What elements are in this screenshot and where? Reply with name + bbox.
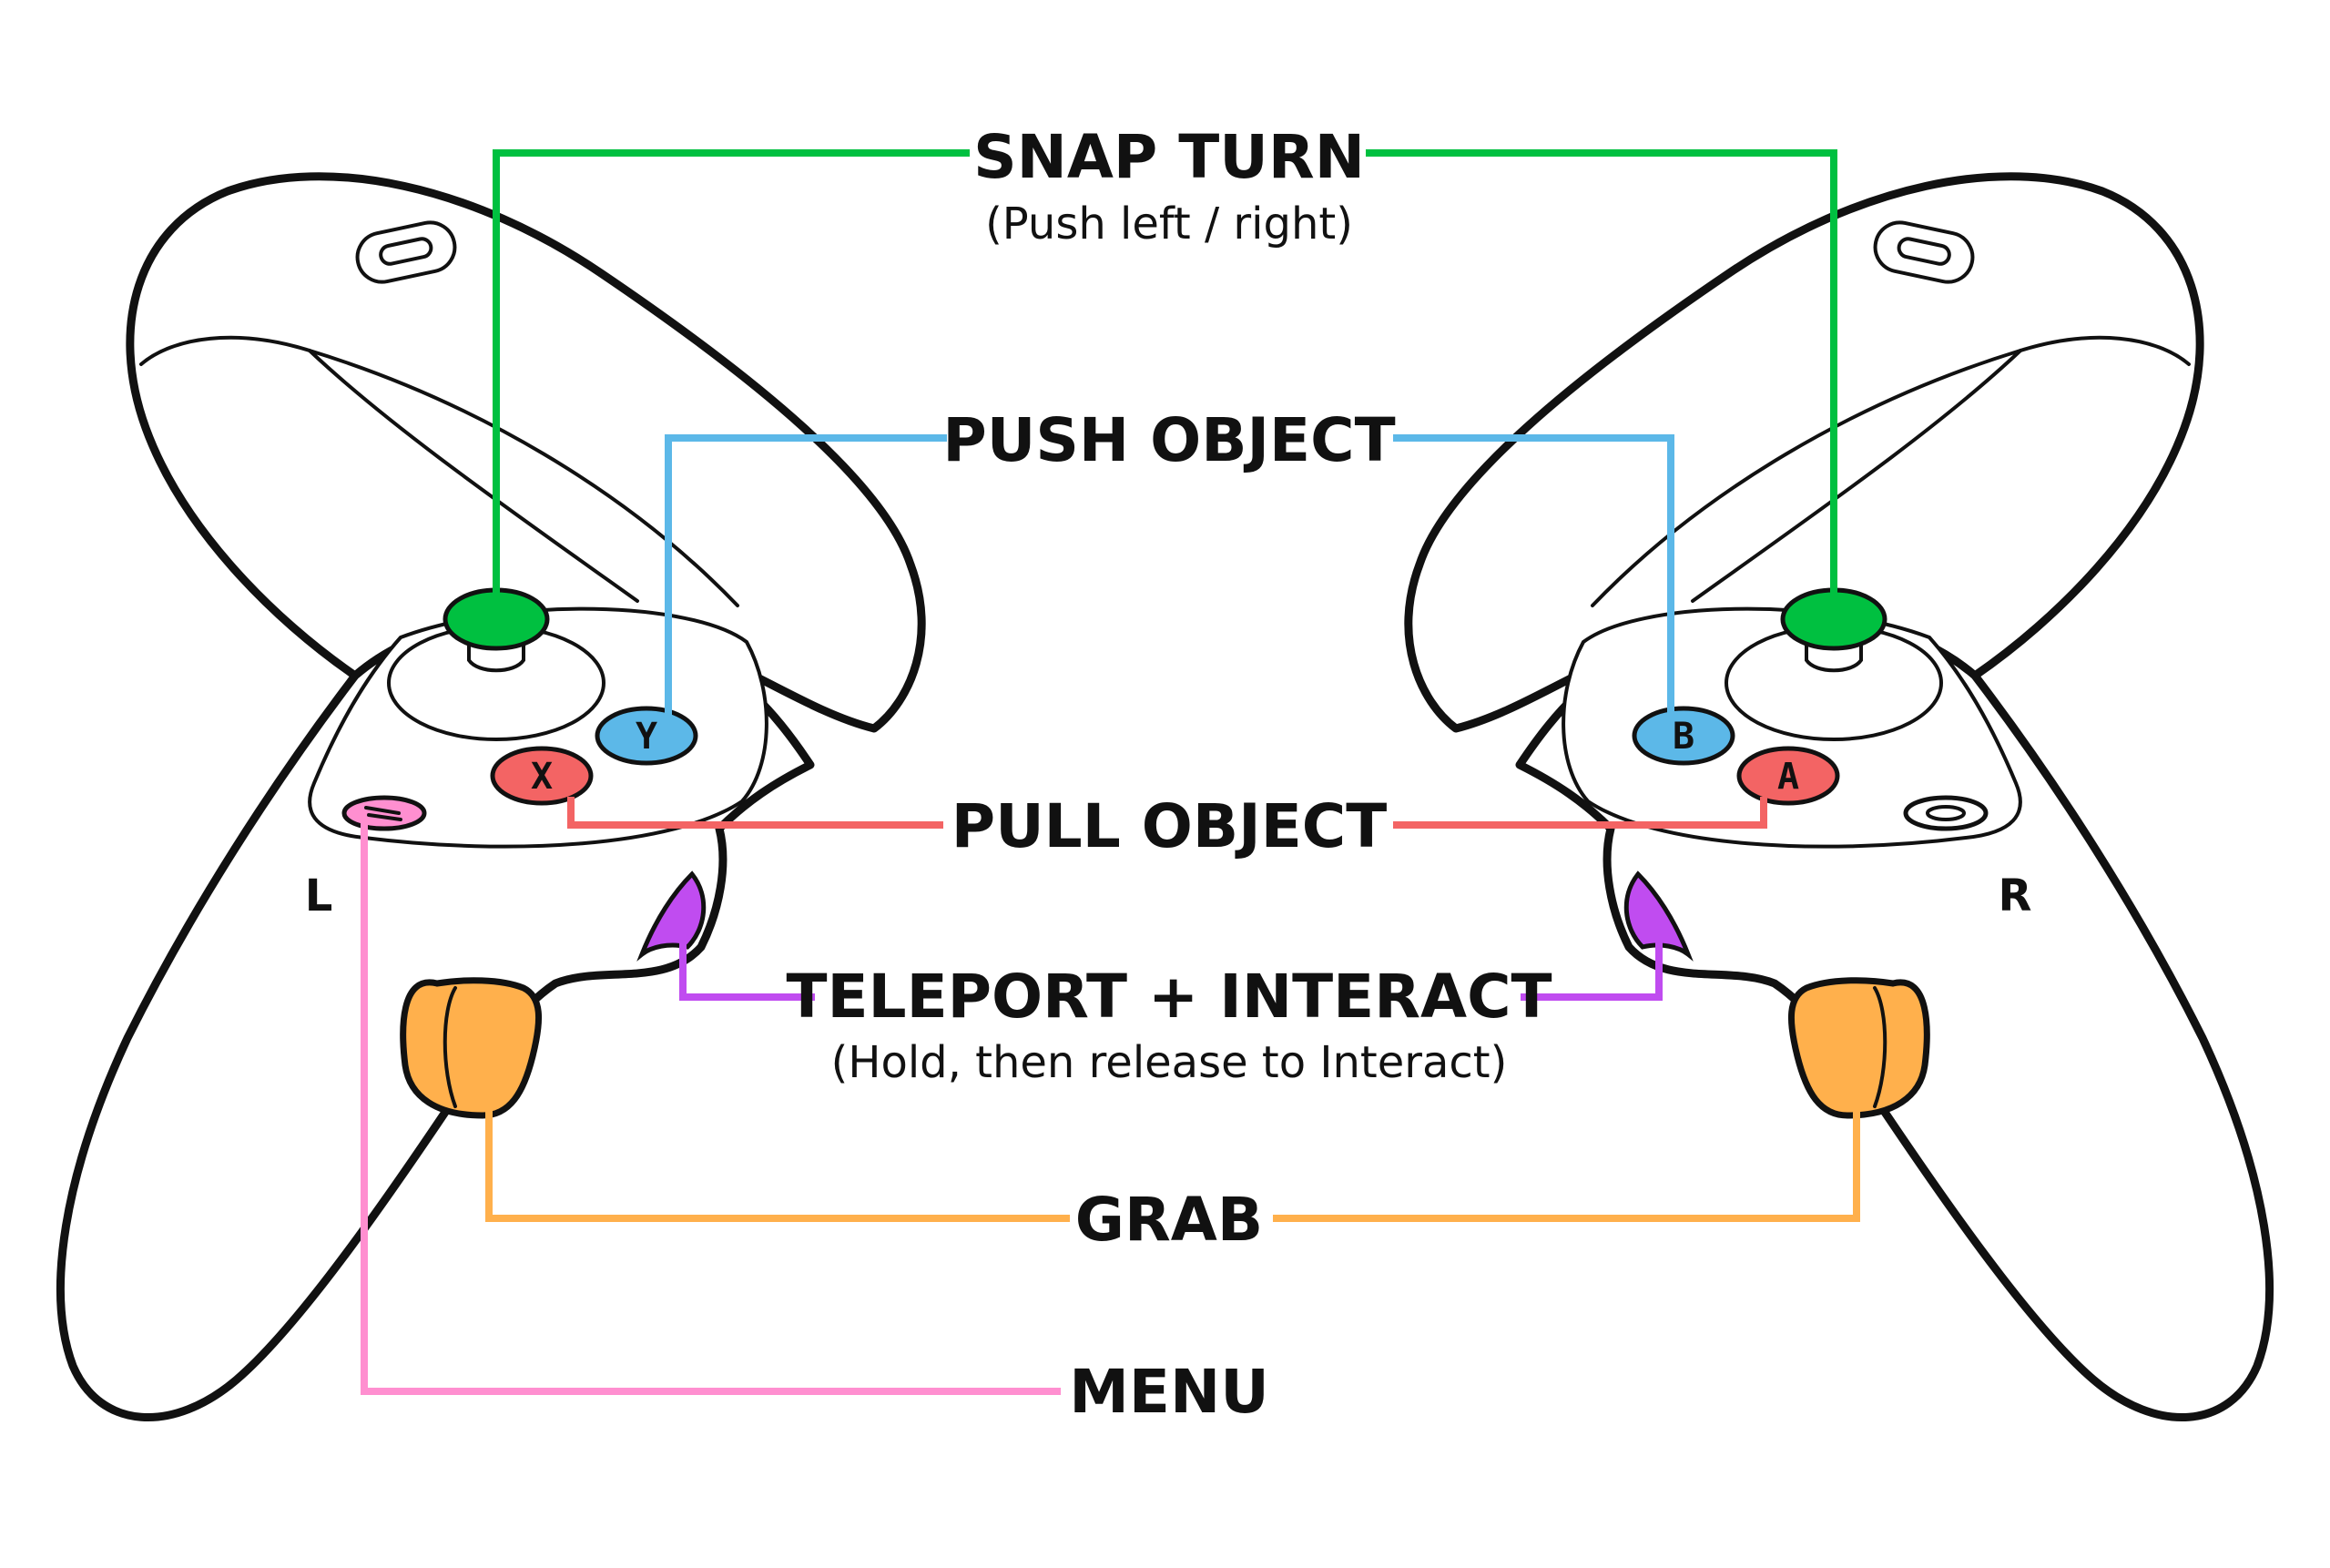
snap-turn-leader-right	[1366, 149, 1837, 601]
teleport-label: TELEPORT + INTERACT	[786, 962, 1552, 1032]
pull-object-leader-left	[567, 797, 943, 829]
pull-object-label: PULL OBJECT	[951, 791, 1388, 861]
teleport-leader-left	[679, 938, 815, 1001]
menu-button[interactable]	[341, 795, 427, 831]
teleport-leader-right	[1521, 938, 1663, 1001]
left-ring-inner-2	[308, 349, 639, 603]
teleport-sublabel: (Hold, then release to Interact)	[831, 1037, 1508, 1088]
y-button[interactable]	[595, 706, 698, 766]
grab-leader-left	[485, 1106, 1070, 1222]
y-button-label: Y	[636, 716, 657, 758]
menu-label: MENU	[1069, 1357, 1269, 1427]
left-grip[interactable]	[400, 977, 543, 1119]
right-trigger[interactable]	[1623, 871, 1694, 962]
x-button[interactable]	[490, 746, 594, 806]
left-side-label: L	[305, 871, 333, 921]
right-grip[interactable]	[1787, 977, 1930, 1119]
labels: SNAP TURN (Push left / right) PUSH OBJEC…	[786, 122, 1552, 1427]
menu-button-lines	[364, 806, 402, 821]
right-ring-inner-2	[1691, 349, 2022, 603]
left-grip-edge	[443, 986, 457, 1108]
a-button-label: A	[1777, 756, 1799, 798]
left-ring-inner	[139, 335, 739, 607]
x-button-label: X	[531, 756, 553, 798]
right-controller: B A R	[1404, 172, 2274, 1421]
snap-turn-sublabel: (Push left / right)	[985, 199, 1353, 249]
push-object-leader-right	[1393, 434, 1674, 715]
a-button[interactable]	[1736, 746, 1840, 806]
b-button[interactable]	[1632, 706, 1735, 766]
snap-turn-leader-left	[493, 149, 970, 601]
left-trigger[interactable]	[636, 871, 707, 962]
pull-object-leader-right	[1393, 797, 1767, 829]
grab-label: GRAB	[1075, 1185, 1263, 1255]
snap-turn-label: SNAP TURN	[973, 122, 1365, 192]
right-ring-inner	[1591, 335, 2191, 607]
oculus-button-inner	[1926, 805, 1966, 821]
menu-leader	[361, 821, 1061, 1395]
left-ring-window-inner	[379, 237, 433, 266]
right-side-label: R	[1999, 871, 2032, 921]
push-object-label: PUSH OBJECT	[942, 405, 1395, 475]
right-grip-edge	[1873, 986, 1887, 1108]
leader-lines	[361, 149, 1860, 1395]
b-button-label: B	[1673, 716, 1694, 758]
grab-leader-right	[1273, 1106, 1860, 1222]
right-ring-window-inner	[1897, 237, 1951, 266]
left-controller: Y X L	[56, 172, 926, 1421]
push-object-leader-left	[665, 434, 947, 715]
